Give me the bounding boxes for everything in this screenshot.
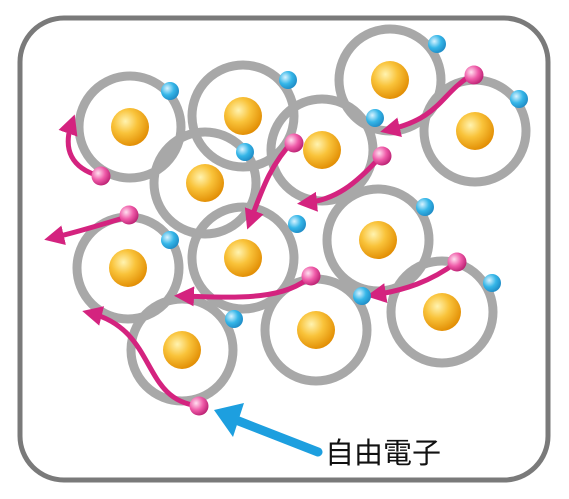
- nucleus-icon: [297, 311, 335, 349]
- electron-path-arrow-icon: [174, 273, 314, 307]
- atom-icon: [149, 127, 261, 239]
- nucleus-icon: [359, 221, 397, 259]
- nucleus-icon: [163, 331, 201, 369]
- nucleus-icon: [303, 131, 341, 169]
- free-electrons: [91, 65, 484, 416]
- electron-path-arrow-icon: [380, 73, 473, 138]
- nucleus-icon: [224, 239, 262, 277]
- nucleus-icon: [111, 108, 149, 146]
- free-electron-icon: [464, 65, 484, 85]
- bound-electron-icon: [236, 143, 254, 161]
- bound-electron-icon: [416, 198, 434, 216]
- bound-electron-icon: [428, 35, 446, 53]
- bound-electron-icon: [353, 287, 371, 305]
- bound-electron-icon: [510, 90, 528, 108]
- free-electron-label: 自由電子: [325, 436, 441, 470]
- atom-layer: [72, 24, 531, 406]
- bound-electron-icon: [225, 310, 243, 328]
- free-electron-icon: [372, 146, 392, 166]
- bound-electron-icon: [483, 274, 501, 292]
- nucleus-icon: [109, 249, 147, 287]
- pointer-arrow-icon: [214, 403, 323, 457]
- atom-icon: [187, 202, 299, 314]
- bound-electron-icon: [279, 71, 297, 89]
- atom-icon: [74, 71, 186, 183]
- bound-electron-icon: [161, 82, 179, 100]
- nucleus-icon: [371, 61, 409, 99]
- free-electron-icon: [189, 396, 209, 416]
- atom-icon: [187, 60, 299, 172]
- free-electron-icon: [301, 266, 321, 286]
- free-electron-icon: [447, 252, 467, 272]
- bound-electron-icon: [366, 109, 384, 127]
- nucleus-icon: [186, 164, 224, 202]
- electron-path-arrow-icon: [82, 306, 202, 409]
- electron-path-arrow-icon: [297, 152, 385, 212]
- nucleus-icon: [224, 97, 262, 135]
- nucleus-icon: [456, 112, 494, 150]
- atom-icon: [386, 256, 498, 368]
- bound-electron-icon: [288, 215, 306, 233]
- free-electron-icon: [284, 133, 304, 153]
- free-electron-icon: [91, 166, 111, 186]
- nucleus-icon: [423, 293, 461, 331]
- bound-electron-icon: [161, 231, 179, 249]
- bound-electrons: [161, 35, 528, 328]
- diagram-frame: [17, 15, 551, 483]
- free-electron-icon: [119, 205, 139, 225]
- electron-path-arrow-icon: [366, 259, 460, 303]
